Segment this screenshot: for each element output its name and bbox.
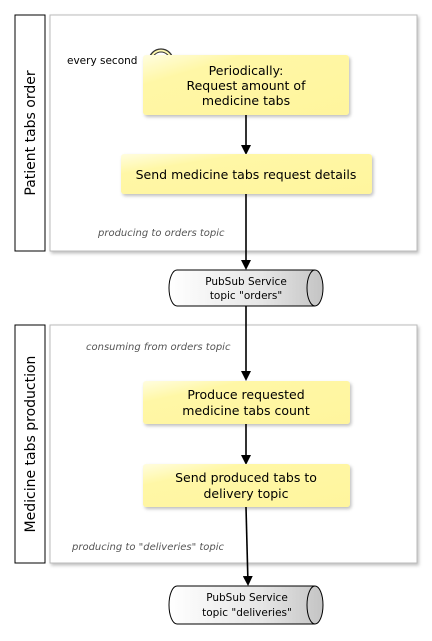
lane-medicine-tabs-production: Medicine tabs production consuming from … (14, 324, 418, 564)
lane-note: producing to orders topic (97, 228, 225, 239)
lane-header (14, 324, 46, 564)
task-request-medicine-tabs[interactable]: Periodically: Request amount of medicine… (143, 55, 349, 115)
task-line: Send produced tabs to (175, 470, 317, 485)
service-line: topic "orders" (210, 290, 282, 302)
timer-label: every second (67, 55, 137, 67)
lane-title: Patient tabs order (23, 70, 39, 195)
task-send-request-details[interactable]: Send medicine tabs request details (121, 154, 372, 194)
consume-note: consuming from orders topic (86, 342, 231, 353)
connector-arrow (242, 506, 253, 586)
task-line: Send medicine tabs request details (136, 167, 357, 182)
lane-header (14, 14, 46, 252)
task-line: Request amount of (186, 78, 306, 93)
task-line: delivery topic (204, 486, 289, 501)
pubsub-deliveries-service[interactable]: PubSub Service topic "deliveries" (168, 585, 324, 625)
service-line: PubSub Service (206, 592, 288, 604)
lane-title: Medicine tabs production (23, 356, 39, 533)
lane-body (49, 324, 418, 564)
task-send-to-delivery[interactable]: Send produced tabs to delivery topic (143, 464, 350, 507)
task-line: medicine tabs count (182, 403, 310, 418)
lane-patient-tabs-order: Patient tabs order every second Periodic… (14, 14, 418, 252)
pubsub-orders-service[interactable]: PubSub Service topic "orders" (168, 269, 324, 307)
task-produce-medicine-tabs[interactable]: Produce requested medicine tabs count (143, 381, 350, 424)
task-line: Periodically: (209, 63, 284, 78)
lane-note: producing to "deliveries" topic (71, 542, 225, 553)
service-line: topic "deliveries" (202, 607, 292, 619)
lane-body (49, 14, 418, 252)
task-line: medicine tabs (202, 93, 290, 108)
service-line: PubSub Service (205, 276, 287, 288)
task-line: Produce requested (187, 387, 304, 402)
